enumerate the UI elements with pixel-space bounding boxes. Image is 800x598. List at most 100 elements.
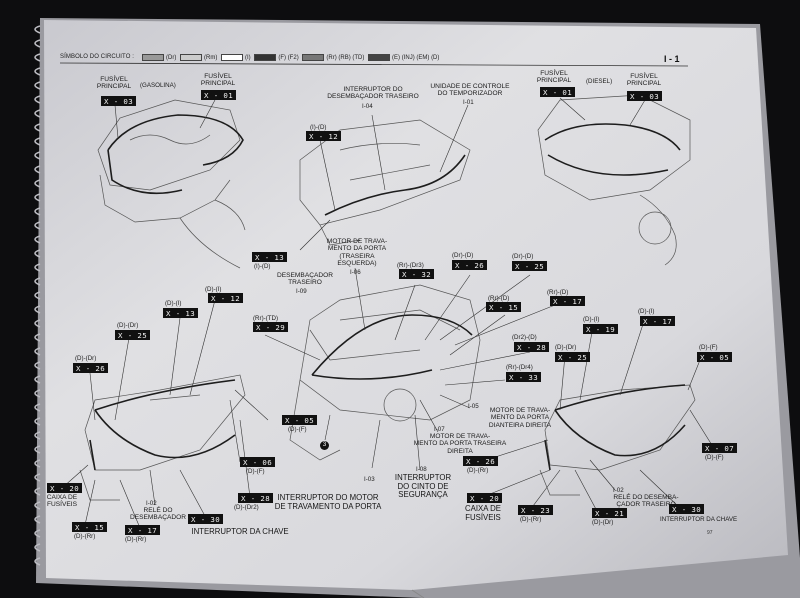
connector-x32: X - 32 [399,269,435,279]
section-number: I - 1 [664,54,680,64]
code-d-rr-x23: (D)-(Rr) [520,516,542,523]
connector-x33: X - 33 [506,372,542,382]
connector-x25-middle: X - 25 [512,261,548,271]
code-f2: (F2) [287,55,299,62]
connector-x01-gasolina: X - 01 [201,90,237,100]
code-rr-d-x15: (Rr)-(D) [488,295,510,302]
code-em: (EM) [416,55,430,62]
label-fusivel-principal-gasolina-1: FUSÍVEL PRINCIPAL [96,76,132,91]
circuit-symbol-legend-label: SÍMBOLO DO CIRCUITO : [60,54,134,60]
code-d-dr-x26: (D)-(Dr) [75,355,97,362]
code-i: (I) [245,55,251,62]
code-d-f-x07: (D)-(F) [705,454,724,461]
swatch-i [221,54,243,61]
connector-x13-left: X - 13 [163,308,199,318]
code-rr-dr3: (Rr)-(Dr3) [397,262,424,269]
code-rb: (RB) [338,55,351,62]
code-dr2-d: (Dr2)-(D) [512,334,537,341]
label-caixa-fusiveis-right: CAIXA DE FUSÍVEIS [465,504,501,522]
connector-x12-dashboard: X - 12 [306,131,342,141]
label-interruptor-cinto-seguranca: INTERRUPTOR DO CINTO DE SEGURANÇA [394,473,452,500]
connector-x03-diesel: X - 03 [627,91,663,101]
label-rele-desembacador-left: RELÉ DO DESEMBAÇADOR [129,507,187,522]
code-d-i-x13: (D)-(I) [165,300,182,307]
swatch-dr [142,54,164,61]
code-i07: I-07 [434,426,445,433]
code-i05: I-05 [468,403,479,410]
code-f: (F) [278,55,287,62]
code-d-f-x05: (D)-(F) [699,344,718,351]
swatch-f [254,54,277,61]
connector-x26-right: X - 26 [463,456,499,466]
connector-x21: X - 21 [592,508,628,518]
code-d-dr2: (D)-(Dr2) [234,504,259,511]
callout-circle-3: 3 [320,441,329,450]
code-dr-d-x25: (Dr)-(D) [512,253,534,260]
code-d-i-x12: (D)-(I) [205,286,222,293]
code-rr-td: (Rr)-(TD) [253,315,279,322]
connector-x07: X - 07 [702,443,738,453]
code-i-d-x13: (I)-(D) [254,263,271,270]
circuit-symbol-codes: (Dr) (Rm) (I) (F) (F2) (Rr) (RB) (TD) (E… [140,54,439,61]
label-unidade-controle-temporizador: UNIDADE DE CONTROLE DO TEMPORIZADOR [430,83,510,98]
label-caixa-fusiveis-left: CAIXA DE FUSÍVEIS [46,494,78,509]
page-number: 97 [707,530,713,536]
connector-x19: X - 19 [583,324,619,334]
label-motor-travamento-traseira-esquerda: MOTOR DE TRAVA- MENTO DA PORTA (TRASEIRA… [326,238,388,268]
connector-x25-left: X - 25 [115,330,151,340]
code-d-dr-x25: (D)-(Dr) [555,344,577,351]
code-d-f-x05: (D)-(F) [288,426,307,433]
connector-x26-left: X - 26 [73,363,109,373]
connector-x17-right: X - 17 [640,316,676,326]
label-fusivel-principal-diesel-2: FUSÍVEL PRINCIPAL [626,73,662,88]
swatch-rm [180,54,202,61]
code-i06: I-06 [350,269,361,276]
swatch-e [368,54,391,61]
connector-x23: X - 23 [518,505,554,515]
connector-x05-left: X - 05 [282,415,318,425]
label-rele-desembacador-right: RELÉ DO DESEMBA- ÇADOR TRASEIRO [613,494,679,509]
label-diesel: (DIESEL) [586,78,613,85]
connector-x15-middle: X - 15 [486,302,522,312]
code-i02-right: I-02 [613,487,624,494]
connector-x30-left: X - 30 [188,514,224,524]
swatch-rr [302,54,325,61]
code-rr-dr4: (Rr)-(Dr4) [506,364,533,371]
code-i-d-x12: (I)-(D) [310,124,327,131]
code-i04: I-04 [362,103,373,110]
connector-x06: X - 06 [240,457,276,467]
connector-x01-diesel: X - 01 [540,87,576,97]
code-i08: I-08 [416,466,427,473]
connector-x12-left: X - 12 [208,293,244,303]
spiral-binding [34,25,41,566]
connector-x30-right: X - 30 [669,504,705,514]
code-d-i-x19: (D)-(I) [583,316,600,323]
connector-x03-gasolina: X - 03 [101,96,137,106]
connector-x20-left: X - 20 [47,483,83,493]
code-d: (D) [431,55,440,62]
code-d-i-x17: (D)-(I) [638,308,655,315]
code-td: (TD) [352,55,365,62]
code-d-rr-x26: (D)-(Rr) [467,467,489,474]
connector-x29: X - 29 [253,322,289,332]
connector-x17-left: X - 17 [125,525,161,535]
code-rr: (Rr) [326,55,337,62]
label-motor-travamento-dianteira-direita: MOTOR DE TRAVA- MENTO DA PORTA DIANTEIRA… [488,407,552,429]
label-desembacador-traseiro: DESEMBAÇADOR TRASEIRO [276,272,334,287]
label-interruptor-chave-right: INTERRUPTOR DA CHAVE [660,516,738,523]
code-d-rr-x15: (D)-(Rr) [74,533,96,540]
label-motor-travamento-traseira-direita: MOTOR DE TRAVA- MENTO DA PORTA TRASEIRA … [413,433,507,455]
label-interruptor-desembacador-traseiro: INTERRUPTOR DO DESEMBAÇADOR TRASEIRO [327,86,419,101]
code-e: (E) [392,55,401,62]
label-fusivel-principal-diesel-1: FUSÍVEL PRINCIPAL [536,70,572,85]
connector-x15-left: X - 15 [72,522,108,532]
code-d-rr-x17: (D)-(Rr) [125,536,147,543]
code-inj: (INJ) [401,55,415,62]
code-i09: I-09 [296,288,307,295]
label-gasolina: (GASOLINA) [140,82,176,89]
code-d-f-x06: (D)-(F) [246,468,265,475]
connector-x26-middle: X - 26 [452,260,488,270]
connector-x20-right: X - 20 [467,493,503,503]
code-rr-d-x17: (Rr)-(D) [547,289,569,296]
